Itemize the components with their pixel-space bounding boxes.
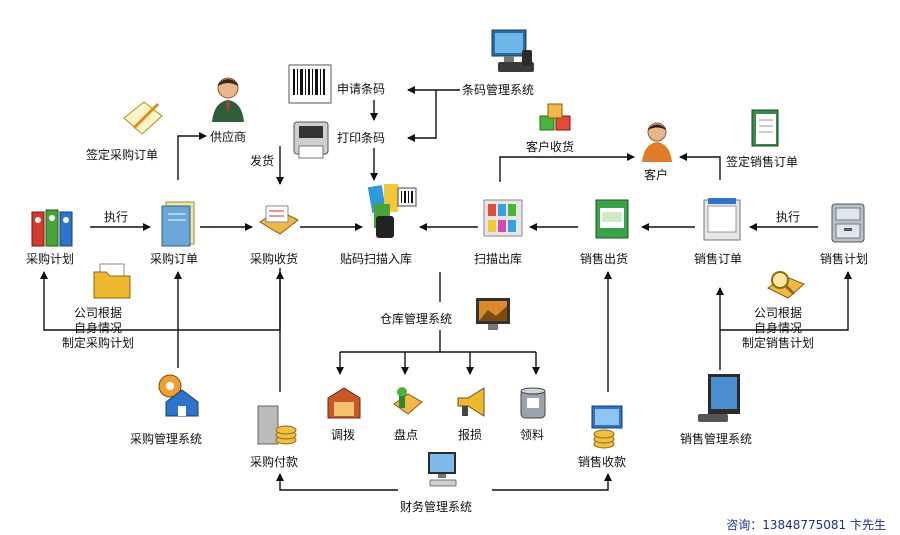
node-purchase-receive: 采购收货 <box>250 252 299 266</box>
node-sales-plan: 销售计划 <box>820 252 869 266</box>
megaphone-icon <box>457 387 485 417</box>
contract-icon <box>751 109 779 147</box>
sales-plan-note: 公司根据 自身情况 制定销售计划 <box>742 306 814 351</box>
node-scan-in: 贴码扫描入库 <box>340 252 413 266</box>
label-sign-sales-order: 签定销售订单 <box>726 155 799 169</box>
boxes-icon <box>539 103 571 131</box>
warehouse-monitor-icon <box>476 298 510 330</box>
node-supplier: 供应商 <box>210 130 247 144</box>
transfer-icon <box>327 387 361 419</box>
note-line: 制定采购计划 <box>62 336 135 350</box>
node-scan-out: 扫描出库 <box>474 252 523 266</box>
node-sales-order: 销售订单 <box>694 252 743 266</box>
node-finance-system: 财务管理系统 <box>400 500 473 514</box>
barcode-icon <box>288 64 332 104</box>
node-apply-barcode: 申请条码 <box>337 82 386 96</box>
scan-out-shelf-icon <box>483 199 523 237</box>
node-material-pick: 领料 <box>520 428 545 442</box>
cabinet-icon <box>831 203 865 243</box>
node-customer-receive: 客户收货 <box>526 140 575 154</box>
label-execute-left: 执行 <box>104 210 129 224</box>
arrow-order-to-supplier <box>177 132 207 180</box>
node-warehouse-system: 仓库管理系统 <box>380 312 453 326</box>
note-line: 制定销售计划 <box>742 336 815 350</box>
node-inventory: 盘点 <box>394 428 419 442</box>
label-deliver: 发货 <box>250 154 275 168</box>
magnifier-icon <box>767 271 805 299</box>
sales-computer-icon <box>698 374 740 422</box>
sign-pen-icon <box>123 101 163 135</box>
finance-computer-icon <box>428 452 457 487</box>
inventory-check-icon <box>393 387 423 415</box>
node-print-barcode: 打印条码 <box>337 131 386 145</box>
sales-order-icon <box>703 198 741 241</box>
arrow-barcode-to-print <box>407 90 437 142</box>
arrow-salesorder-to-customer <box>679 153 721 180</box>
node-customer: 客户 <box>644 168 669 182</box>
node-purchase-system: 采购管理系统 <box>130 432 203 446</box>
node-sales-collection: 销售收款 <box>578 455 627 469</box>
node-report-loss: 报损 <box>458 428 483 442</box>
node-sales-ship: 销售出货 <box>580 252 629 266</box>
order-folder-icon <box>161 201 195 247</box>
note-line: 公司根据 <box>754 306 803 320</box>
arrow-note-to-sales-plan <box>720 271 852 331</box>
barcode-computer-icon <box>491 29 534 72</box>
note-line: 自身情况 <box>74 321 123 335</box>
arrow-scanout-to-customer <box>499 153 635 182</box>
binders-icon <box>31 209 73 247</box>
folder-icon <box>93 263 131 299</box>
label-sign-purchase-order: 签定采购订单 <box>86 148 159 162</box>
purchase-plan-note: 公司根据 自身情况 制定采购计划 <box>62 306 134 351</box>
arrow-finance-to-payment <box>276 473 398 491</box>
arrow-note-to-purchase-plan <box>40 271 280 331</box>
label-execute-right: 执行 <box>776 210 801 224</box>
scan-in-icon <box>367 184 417 238</box>
shipment-icon <box>595 199 629 239</box>
supplier-person-icon <box>212 77 244 122</box>
node-transfer: 调拨 <box>331 428 356 442</box>
house-gear-icon <box>158 374 199 417</box>
arrow-finance-to-collection <box>492 473 612 491</box>
note-line: 自身情况 <box>754 321 803 335</box>
node-purchase-payment: 采购付款 <box>250 455 299 469</box>
customer-person-icon <box>642 122 672 162</box>
goods-receive-icon <box>259 205 299 235</box>
node-purchase-plan: 采购计划 <box>26 252 75 266</box>
collection-coins-icon <box>591 405 623 449</box>
printer-icon <box>293 121 329 159</box>
coins-icon <box>257 405 297 445</box>
node-sales-system: 销售管理系统 <box>680 432 753 446</box>
node-purchase-order: 采购订单 <box>150 252 199 266</box>
contact-footer: 咨询：13848775081 卞先生 <box>726 518 886 532</box>
pick-drum-icon <box>520 387 546 419</box>
note-line: 公司根据 <box>74 306 123 320</box>
node-barcode-system: 条码管理系统 <box>462 83 535 97</box>
